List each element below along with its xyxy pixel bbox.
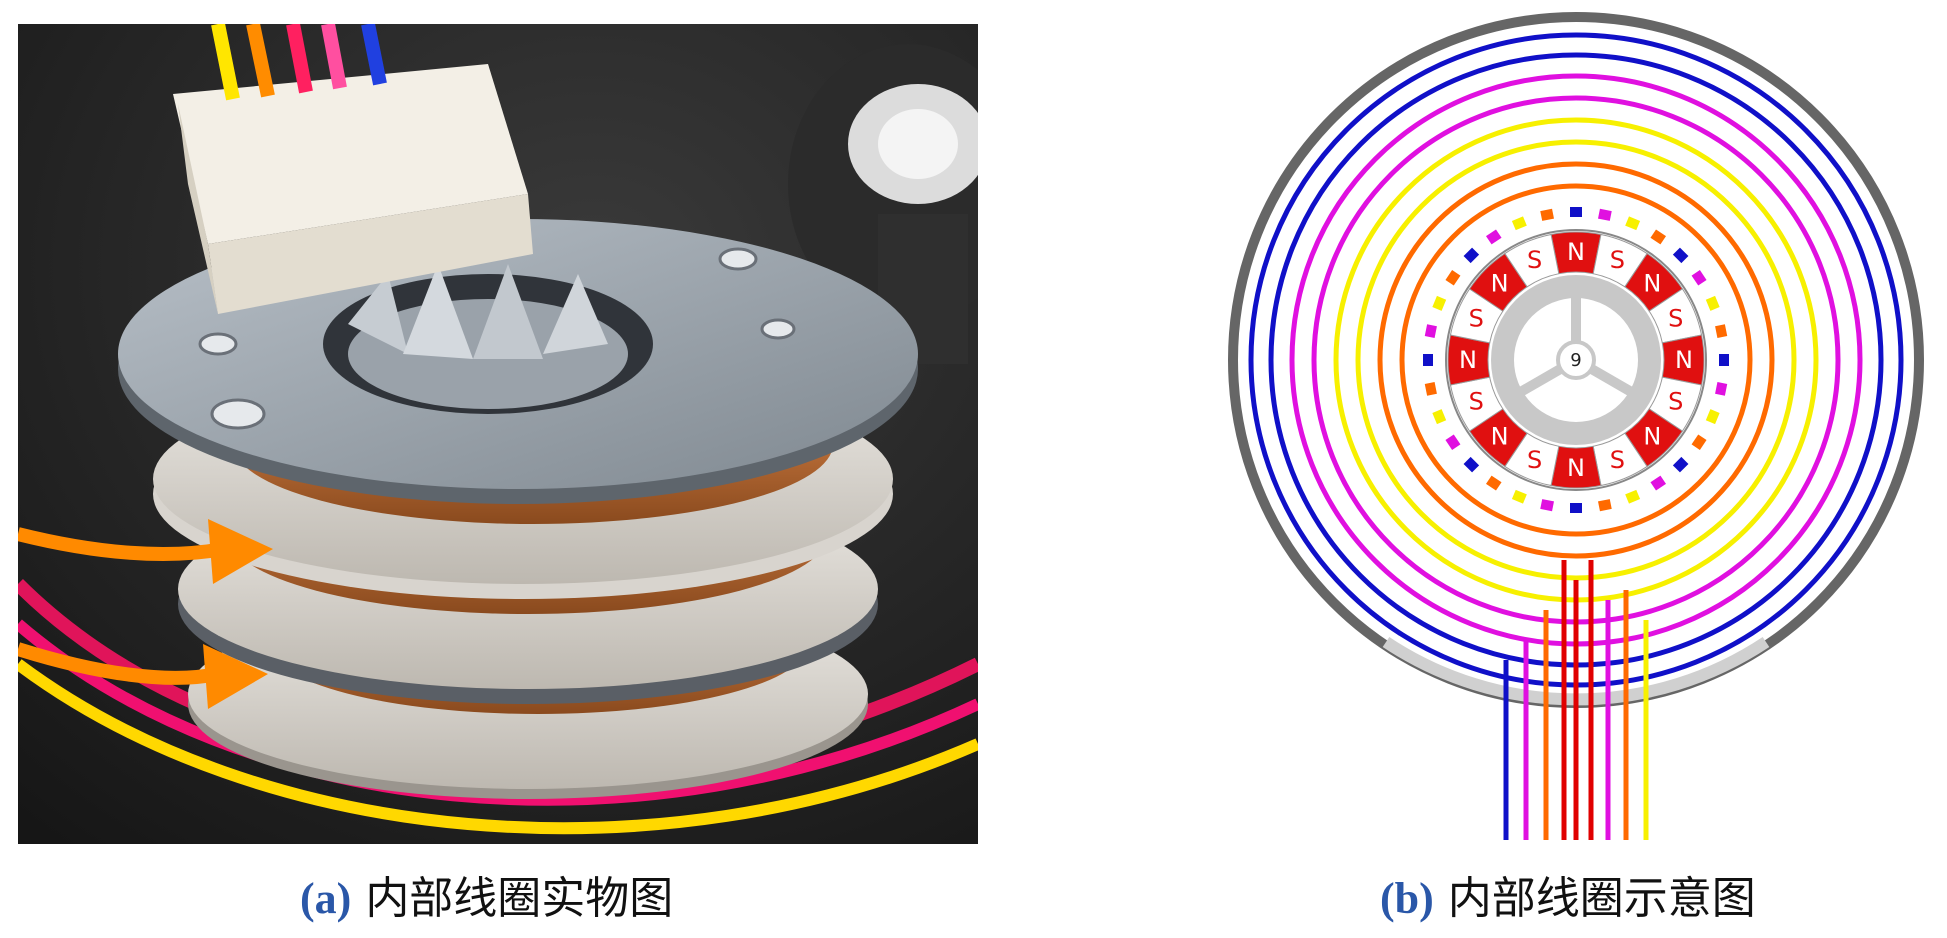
stator-tooth-2 xyxy=(1705,409,1720,425)
stator-tooth-10 xyxy=(1511,489,1527,504)
stator-tooth-29 xyxy=(1691,270,1707,286)
caption-b: (b) 内部线圈示意图 xyxy=(1380,862,1756,926)
stator-tooth-18 xyxy=(1432,295,1447,311)
stator-tooth-28 xyxy=(1672,247,1689,264)
arrow-lower xyxy=(15,642,268,709)
caption-a: (a) 内部线圈实物图 xyxy=(300,862,673,926)
pole-label-6: N xyxy=(1643,422,1661,450)
stator-tooth-31 xyxy=(1715,324,1728,338)
pole-label-0: N xyxy=(1567,238,1585,266)
pole-label-10: N xyxy=(1491,422,1509,450)
caption-a-tag: (a) xyxy=(300,874,352,923)
shaft-hub xyxy=(1556,340,1596,380)
stator-tooth-24 xyxy=(1570,207,1582,217)
stator-tooth-21 xyxy=(1486,229,1502,245)
stator-tooth-26 xyxy=(1625,216,1641,231)
stator-tooth-6 xyxy=(1625,489,1641,504)
stator-tooth-23 xyxy=(1540,208,1554,221)
pole-label-8: N xyxy=(1567,454,1585,482)
pole-15 xyxy=(1504,233,1560,288)
stator-tooth-27 xyxy=(1650,229,1666,245)
pole-label-5: S xyxy=(1668,387,1683,415)
pole-label-12: N xyxy=(1459,346,1477,374)
stator-tooth-13 xyxy=(1445,434,1461,450)
coil-ring-6 xyxy=(1377,161,1775,559)
stator-tooth-17 xyxy=(1424,324,1437,338)
coil-photo xyxy=(13,22,1028,844)
pole-label-14: N xyxy=(1491,270,1509,298)
stator-tooth-22 xyxy=(1511,216,1527,231)
caption-b-tag: (b) xyxy=(1380,874,1434,923)
caption-a-text: 内部线圈实物图 xyxy=(365,873,674,924)
pole-label-4: N xyxy=(1675,346,1693,374)
rotor-shaft xyxy=(1491,275,1661,445)
pole-label-11: S xyxy=(1469,387,1484,415)
rotor-center-label: 9 xyxy=(1570,350,1581,371)
stator-tooth-0 xyxy=(1719,354,1729,366)
stator-tooth-20 xyxy=(1463,247,1480,264)
stator-tooth-11 xyxy=(1486,475,1502,491)
stator-tooth-1 xyxy=(1715,382,1728,396)
caption-b-text: 内部线圈示意图 xyxy=(1447,873,1756,924)
arrow-upper xyxy=(16,519,273,584)
stator-tooth-16 xyxy=(1423,354,1433,366)
stator-tooth-25 xyxy=(1598,208,1612,221)
stator-tooth-3 xyxy=(1691,434,1707,450)
stator-tooth-19 xyxy=(1445,270,1461,286)
pole-label-9: S xyxy=(1527,446,1542,474)
stator-tooth-7 xyxy=(1598,499,1612,512)
pole-label-1: S xyxy=(1610,246,1625,274)
pole-label-2: N xyxy=(1643,270,1661,298)
stator-tooth-30 xyxy=(1705,295,1720,311)
stator-tooth-8 xyxy=(1570,503,1582,513)
coil-photo-image xyxy=(13,22,1028,844)
stator-tooth-5 xyxy=(1650,475,1666,491)
coil-ring-5 xyxy=(1355,139,1797,581)
stator-tooth-15 xyxy=(1424,382,1437,396)
stator-tooth-12 xyxy=(1463,456,1480,473)
stator-teeth-dashes xyxy=(1423,207,1729,513)
pole-label-3: S xyxy=(1668,305,1683,333)
pole-label-13: S xyxy=(1469,305,1484,333)
coil-ring-7 xyxy=(1399,183,1753,537)
stator-tooth-9 xyxy=(1540,499,1554,512)
stator-tooth-4 xyxy=(1672,456,1689,473)
pole-label-15: S xyxy=(1527,246,1542,274)
pole-label-7: S xyxy=(1610,446,1625,474)
coil-leads xyxy=(1503,560,1649,840)
stator-tooth-14 xyxy=(1432,409,1447,425)
